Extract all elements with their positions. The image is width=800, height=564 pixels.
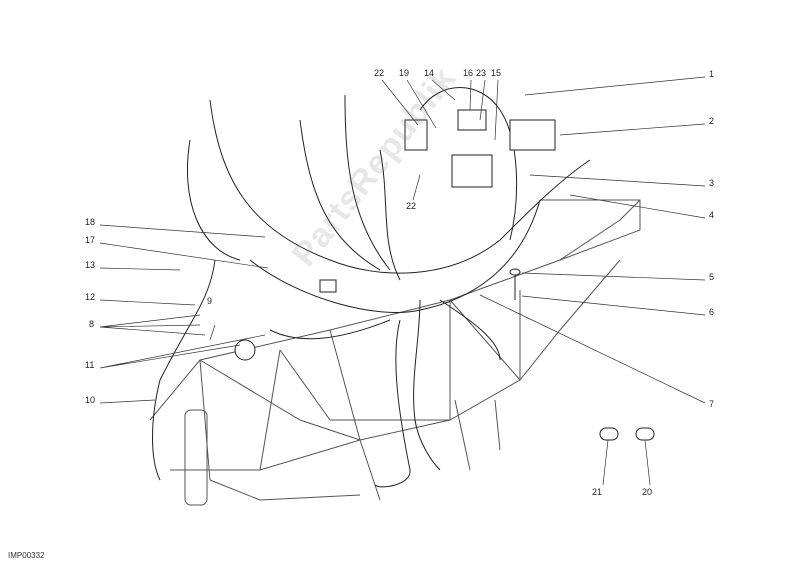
callout-2: 2 [709, 116, 715, 126]
frame [149, 199, 641, 506]
callout-4: 4 [709, 210, 715, 220]
callout-19: 19 [399, 68, 410, 78]
clip-20 [635, 427, 655, 441]
callout-6: 6 [709, 307, 715, 317]
clip-21 [599, 427, 619, 441]
callout-16: 16 [463, 68, 474, 78]
callout-3: 3 [709, 178, 715, 188]
callout-14: 14 [424, 68, 435, 78]
callout-10: 10 [85, 395, 96, 405]
callout-20: 20 [642, 487, 653, 497]
callout-15: 15 [491, 68, 502, 78]
voltage-regulator [451, 154, 493, 188]
callout-21: 21 [592, 487, 603, 497]
callout-9: 9 [207, 296, 213, 306]
callout-17: 17 [85, 235, 96, 245]
callout-8: 8 [89, 319, 95, 329]
callout-22-mid: 22 [406, 201, 417, 211]
callout-13: 13 [85, 260, 96, 270]
components [234, 109, 655, 441]
callout-7: 7 [709, 399, 715, 409]
horn [234, 339, 256, 361]
leader-lines [99, 76, 706, 486]
callout-18: 18 [85, 217, 96, 227]
callout-22-top: 22 [374, 68, 385, 78]
callout-1: 1 [709, 69, 715, 79]
callout-12: 12 [85, 292, 96, 302]
callout-5: 5 [709, 272, 715, 282]
diagram-code: IMP00332 [8, 551, 45, 560]
connector [319, 279, 337, 293]
connector [404, 119, 428, 151]
relay [457, 109, 487, 131]
washer-5 [509, 268, 521, 276]
control-unit [509, 119, 556, 151]
callout-11: 11 [85, 360, 95, 370]
callout-23: 23 [476, 68, 487, 78]
